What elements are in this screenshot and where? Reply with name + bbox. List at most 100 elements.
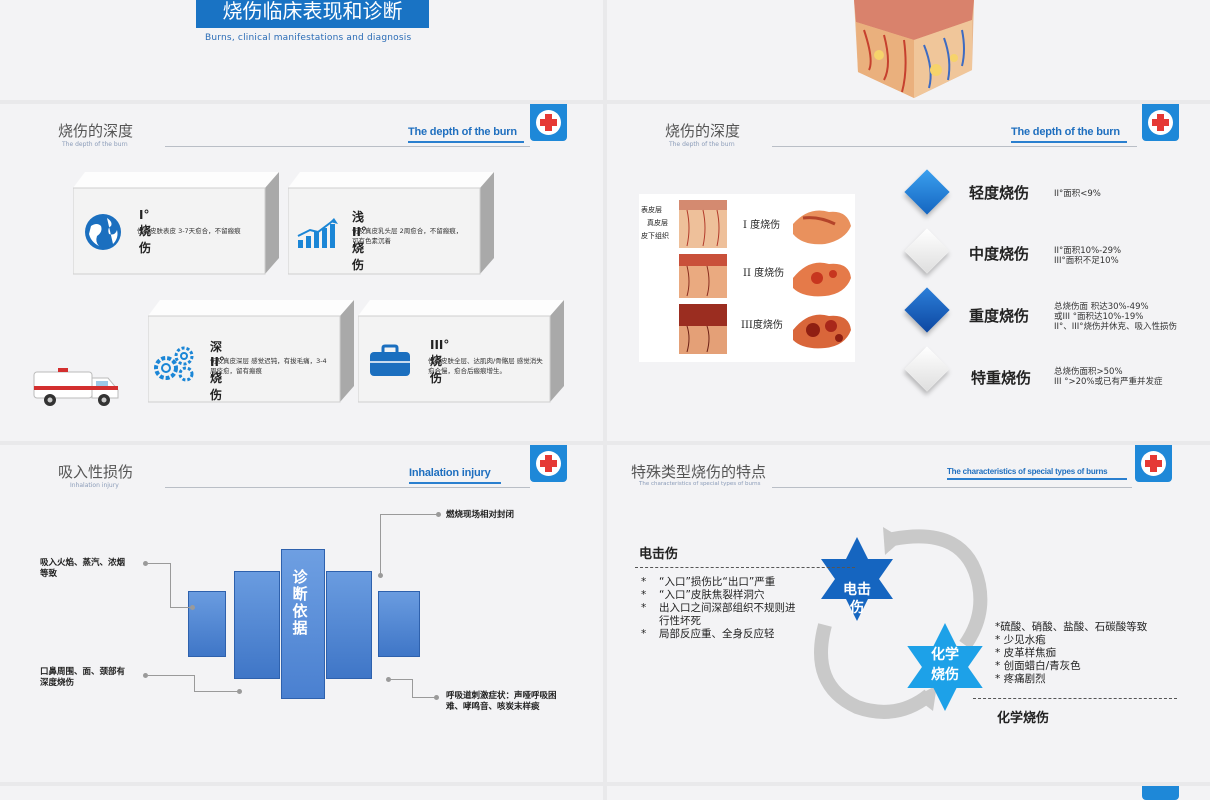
slide-title-subtitle: Burns, clinical manifestations and diagn… (205, 33, 412, 43)
criterion-note: 口鼻周围、面、颈部有深度烧伤 (40, 667, 126, 688)
dashed-divider (973, 698, 1177, 699)
layer-label: 表皮层 (641, 206, 662, 214)
criterion-note: 燃烧现场相对封闭 (446, 510, 515, 520)
box-desc: 伤及真皮深层 感觉迟钝，有拔毛痛，3-4周痊愈，留有瘢痕 (210, 357, 327, 375)
chemical-features-list: *硫酸、硝酸、盐酸、石碳酸等致 * 少见水疱 * 皮革样焦痂 * 创面蜡白/青灰… (995, 621, 1148, 685)
slide-heading-en: The characteristics of special types of … (639, 481, 761, 487)
cycle-arrows-graphic (814, 527, 988, 719)
medical-cross-icon (1142, 786, 1179, 800)
degree-label: II 度烧伤 (743, 268, 785, 279)
severity-title: 特重烧伤 (971, 369, 1032, 387)
slide-next-left[interactable] (0, 786, 603, 800)
electric-burn-star (821, 537, 893, 621)
slide-inhalation-injury[interactable]: 吸入性损伤 Inhalation injury Inhalation injur… (0, 445, 603, 782)
gears-icon (154, 346, 194, 382)
severity-marker-mild (904, 169, 950, 215)
header-title-en: The depth of the burn (408, 126, 517, 138)
connector-line (170, 563, 171, 607)
slide-heading: 烧伤的深度 (58, 122, 134, 140)
connector-line (380, 514, 438, 515)
slide-burn-depth-boxes[interactable]: 烧伤的深度 The depth of the burn The depth of… (0, 104, 603, 441)
header-title-en: The depth of the burn (1011, 126, 1120, 138)
electric-heading: 电击伤 (639, 547, 679, 562)
diagram-center-label: 诊断依据 (292, 568, 308, 637)
briefcase-icon (370, 344, 410, 376)
medical-cross-icon (1142, 104, 1179, 141)
diagram-block (188, 591, 226, 657)
box-title: 深II°烧伤 (210, 340, 225, 402)
slide-heading: 烧伤的深度 (665, 122, 741, 140)
box-title: 浅II°烧伤 (352, 210, 367, 272)
layer-label: 真皮层 (647, 219, 668, 227)
header-title-en: The characteristics of special types of … (947, 467, 1108, 476)
slide-heading: 吸入性损伤 (58, 463, 134, 481)
slide-title[interactable]: 烧伤临床表现和诊断 Burns, clinical manifestations… (0, 0, 603, 100)
slide-burn-severity[interactable]: 烧伤的深度 The depth of the burn The depth of… (607, 104, 1210, 441)
skin-cross-section-image (854, 0, 974, 98)
connector-dot (190, 605, 195, 610)
header-title-en: Inhalation injury (409, 467, 491, 479)
severity-desc: II°面积10%-29%III°面积不足10% (1054, 246, 1122, 266)
box-desc: 伤及皮肤表皮 3-7天愈合，不留瘢痕 (137, 227, 241, 235)
slide-next-right[interactable] (607, 786, 1210, 800)
connector-line (380, 514, 381, 576)
severity-title: 轻度烧伤 (969, 184, 1030, 202)
criterion-note: 呼吸道刺激症状：声哑呼吸困难、哮鸣音、咳炭末样痰 (446, 691, 557, 712)
connector-line (412, 679, 413, 697)
slide-heading-en: The depth of the burn (669, 141, 735, 148)
box-3d-frame (148, 300, 354, 403)
connector-dot (386, 677, 391, 682)
ambulance-icon (33, 368, 119, 406)
layer-label: 皮下组织 (641, 232, 669, 240)
slide-heading-en: Inhalation injury (70, 482, 119, 489)
burned-hands-image (793, 210, 851, 349)
severity-marker-severe (904, 287, 950, 333)
skin-layers-image (679, 200, 727, 354)
electric-star-label: 电击伤 (843, 582, 871, 616)
connector-line (194, 691, 240, 692)
header-divider (165, 146, 530, 147)
connector-dot (436, 512, 441, 517)
slide-title-banner: 烧伤临床表现和诊断 (196, 0, 429, 28)
chemical-heading: 化学烧伤 (997, 711, 1050, 726)
severity-marker-critical (904, 346, 950, 392)
growth-chart-icon (297, 218, 338, 248)
medical-cross-icon (530, 445, 567, 482)
box-desc: 伤及真皮乳头层 2周愈合，不留瘢痕，可有色素沉着 (352, 227, 463, 245)
severity-marker-moderate (904, 228, 950, 274)
header-title-underline (408, 141, 524, 143)
connector-line (194, 675, 195, 691)
connector-dot (143, 673, 148, 678)
connector-dot (143, 561, 148, 566)
slide-heading-en: The depth of the burn (62, 141, 128, 148)
box-title: I°烧伤 (139, 208, 152, 255)
box-desc: 伤及皮肤全层、达肌肉/骨骼层 感觉消失 愈合慢，愈合后瘢痕增生。 (428, 357, 543, 375)
connector-line (170, 607, 192, 608)
degree-label: III度烧伤 (741, 320, 783, 331)
header-divider (772, 487, 1132, 488)
severity-title: 中度烧伤 (969, 245, 1030, 263)
connector-line (148, 563, 170, 564)
slide-special-burns[interactable]: 特殊类型烧伤的特点 The characteristics of special… (607, 445, 1210, 782)
slide-skin-illustration[interactable] (607, 0, 1210, 100)
diagram-block (234, 571, 280, 679)
header-divider (772, 146, 1137, 147)
diagram-block (378, 591, 420, 657)
header-title-underline (947, 478, 1127, 480)
box-title: III°烧伤 (430, 338, 450, 385)
electric-features-list: *“入口”损伤比“出口”严重 *“入口”皮肤焦裂样洞穴 *出入口之间深部组织不规… (641, 576, 796, 640)
header-title-underline (409, 482, 501, 484)
severity-desc: 总烧伤面 积达30%-49%或III °面积达10%-19%II°、III°烧伤… (1054, 302, 1178, 332)
connector-dot (237, 689, 242, 694)
header-title-underline (1011, 141, 1127, 143)
medical-cross-icon (1135, 445, 1172, 482)
diagram-center-block (281, 549, 325, 699)
severity-title: 重度烧伤 (969, 307, 1030, 325)
diagram-block (326, 571, 372, 679)
connector-line (412, 697, 436, 698)
connector-dot (434, 695, 439, 700)
slide-heading: 特殊类型烧伤的特点 (631, 463, 767, 481)
chemical-burn-star (907, 623, 983, 711)
header-divider (165, 487, 530, 488)
